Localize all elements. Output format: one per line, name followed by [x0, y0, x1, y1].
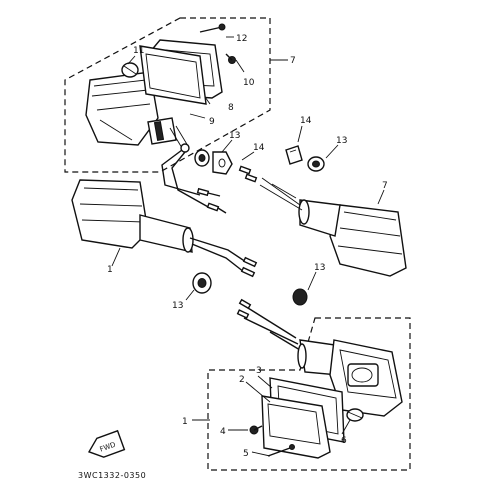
callout-13-lower-left: 13	[172, 301, 183, 311]
callout-5: 5	[243, 449, 249, 459]
callout-8: 8	[228, 103, 234, 113]
callout-numbers: 12 10 7 8 9 11 13 14 14 13 7 1 13 13 3 2…	[107, 34, 388, 459]
part-code: 3WC1332-0350	[78, 471, 146, 480]
assembly-boundary-top-left	[64, 17, 271, 173]
leader-lines	[111, 36, 385, 457]
grommet-part-13-lower-right	[292, 288, 308, 306]
grommet-part-13-right	[307, 156, 325, 172]
nut-part-14-right	[285, 145, 303, 165]
lens-part-2	[261, 395, 331, 459]
turn-signal-rear-right	[297, 339, 403, 417]
forward-arrow-icon: FWD	[87, 429, 126, 458]
callout-7-right: 7	[382, 181, 388, 191]
callout-1-assembly: 1	[182, 417, 188, 427]
bulb-part-12	[121, 62, 139, 78]
callout-14-left: 14	[253, 143, 265, 153]
callout-6: 6	[341, 436, 347, 446]
wires-bottom	[236, 298, 301, 351]
grommet-part-13-upper	[194, 149, 210, 167]
turn-signal-rear-left	[85, 71, 190, 153]
bulb-part-6	[346, 408, 364, 422]
callout-7-top: 7	[290, 56, 296, 66]
callout-1-left: 1	[107, 265, 113, 275]
callout-13-upper: 13	[229, 131, 240, 141]
callout-12: 11	[133, 46, 144, 56]
screw-part-11	[199, 23, 226, 33]
turn-signal-front-right	[238, 165, 407, 277]
callout-10: 10	[243, 78, 255, 88]
screw-part-5	[267, 444, 295, 457]
callout-14-right: 14	[300, 116, 312, 126]
callout-11: 12	[236, 34, 247, 44]
callout-13-lower-right: 13	[314, 263, 325, 273]
nut-part-14-left	[212, 151, 233, 175]
callout-9: 9	[209, 117, 215, 127]
gasket-part-9	[139, 45, 207, 105]
callout-13-right: 13	[336, 136, 347, 146]
turn-signal-front-left	[71, 179, 258, 278]
wires-top	[161, 149, 227, 214]
assembly-boundary-bottom-right	[207, 317, 411, 471]
callout-2: 2	[239, 375, 245, 385]
callout-4: 4	[220, 427, 226, 437]
screw-part-4	[249, 425, 263, 435]
grommet-part-13-lower-left	[192, 272, 212, 294]
screw-part-10	[225, 53, 236, 64]
callout-3: 3	[256, 366, 262, 376]
